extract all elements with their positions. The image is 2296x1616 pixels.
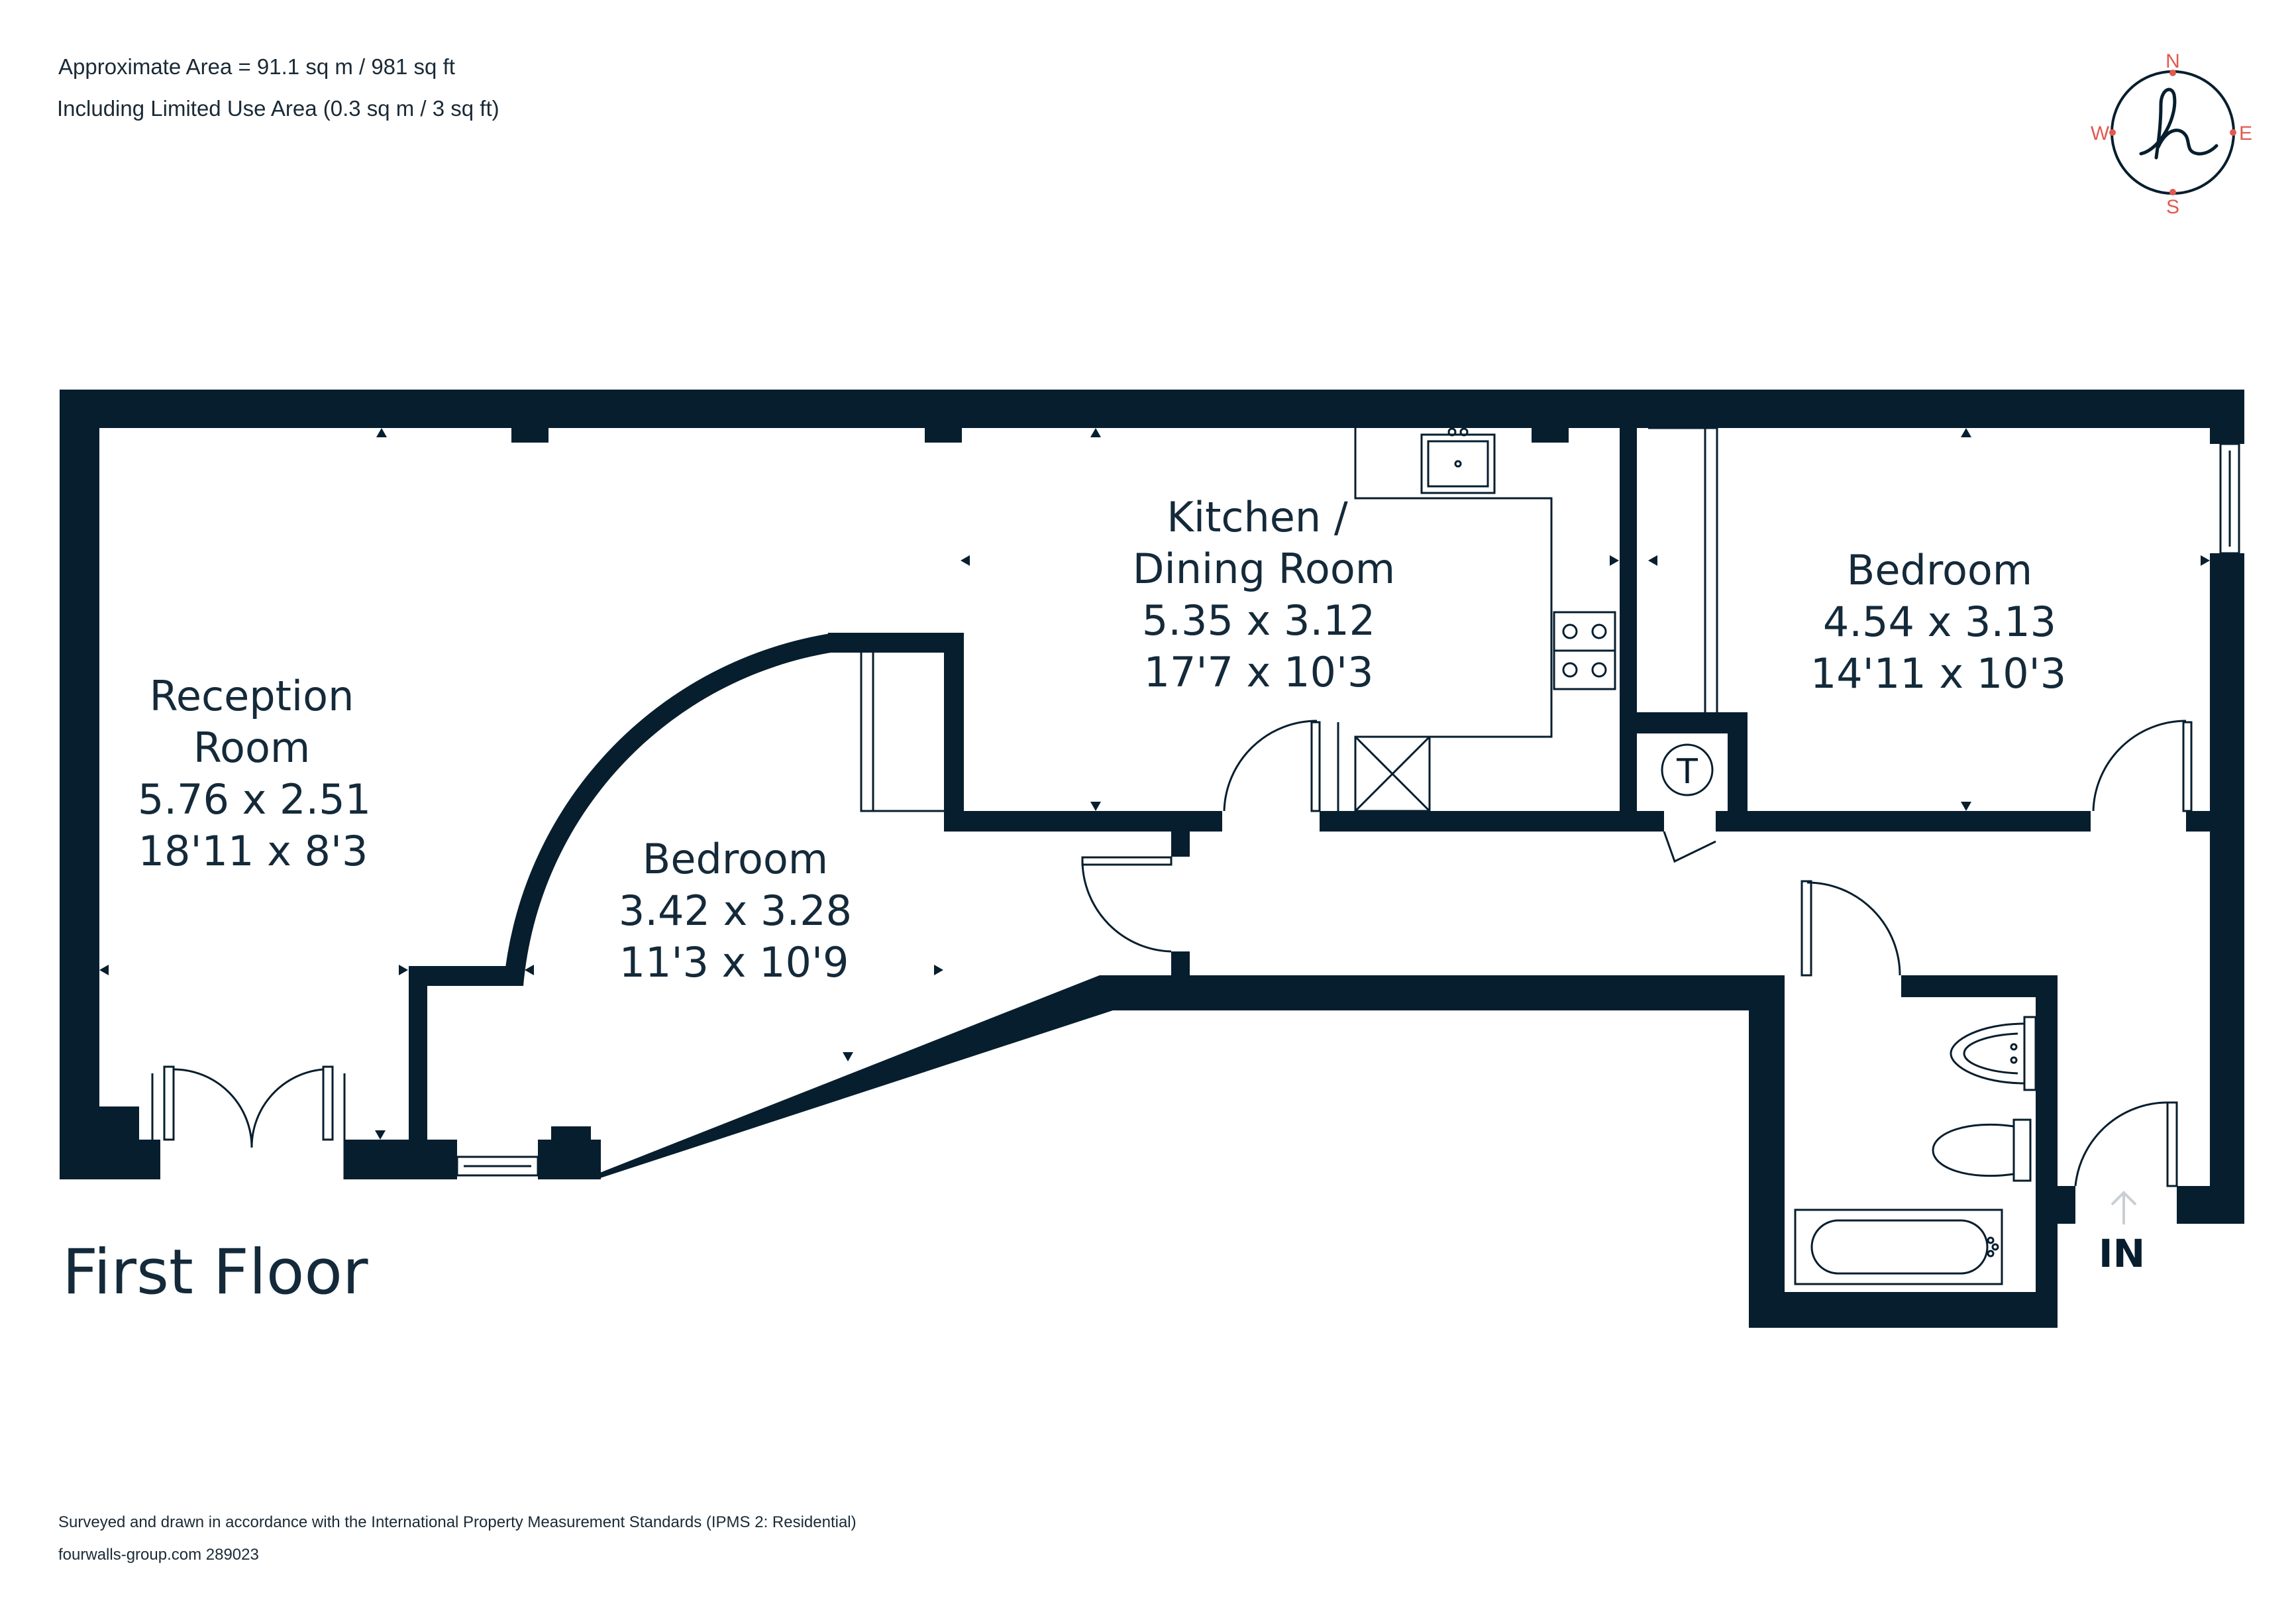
bedroom1-metric: 3.42 x 3.28 bbox=[619, 887, 852, 935]
bath-icon bbox=[1794, 1209, 2003, 1285]
bedroom1-door bbox=[1081, 856, 1173, 866]
area-line-1: Approximate Area = 91.1 sq m / 981 sq ft bbox=[58, 54, 455, 79]
logo-h-mark bbox=[2139, 87, 2218, 160]
compass-west: W bbox=[2091, 123, 2110, 144]
room-kitchen: Kitchen / Dining Room 5.35 x 3.12 17'7 x… bbox=[1133, 493, 1395, 696]
kitchen-metric: 5.35 x 3.12 bbox=[1142, 596, 1375, 645]
area-line-2: Including Limited Use Area (0.3 sq m / 3… bbox=[57, 96, 499, 121]
bedroom2-name: Bedroom bbox=[1847, 546, 2032, 594]
toilet-icon bbox=[1932, 1118, 2032, 1182]
kitchen-name-1: Kitchen / bbox=[1167, 493, 1348, 541]
kitchen-door bbox=[1223, 720, 1318, 812]
room-bedroom-1: Bedroom 3.42 x 3.28 11'3 x 10'9 bbox=[619, 835, 852, 987]
reception-imperial: 18'11 x 8'3 bbox=[138, 827, 368, 875]
cupboard-label: T bbox=[1676, 752, 1698, 792]
appliance-box-icon bbox=[1354, 735, 1431, 812]
bedroom2-metric: 4.54 x 3.13 bbox=[1823, 598, 2056, 646]
cupboard-door bbox=[1663, 831, 1716, 863]
room-reception: Reception Room 5.76 x 2.51 18'11 x 8'3 bbox=[138, 672, 371, 875]
bedroom1-imperial: 11'3 x 10'9 bbox=[619, 938, 849, 987]
reception-name-2: Room bbox=[193, 724, 311, 772]
hob-icon bbox=[1553, 611, 1616, 690]
walls bbox=[60, 390, 2244, 1328]
cupboard-circle bbox=[1661, 743, 1714, 796]
wardrobe-bedroom1 bbox=[860, 653, 944, 812]
reception-name-1: Reception bbox=[150, 672, 354, 720]
footer-reference: fourwalls-group.com 289023 bbox=[58, 1546, 259, 1564]
kitchen-name-2: Dining Room bbox=[1133, 545, 1395, 593]
room-bedroom-2: Bedroom 4.54 x 3.13 14'11 x 10'3 bbox=[1810, 546, 2066, 698]
kitchen-imperial: 17'7 x 10'3 bbox=[1144, 648, 1374, 696]
measurement-ticks bbox=[99, 428, 2210, 1140]
footer-standards: Surveyed and drawn in accordance with th… bbox=[58, 1513, 857, 1531]
bedroom2-imperial: 14'11 x 10'3 bbox=[1810, 649, 2066, 698]
compass: N S W E bbox=[2091, 50, 2252, 218]
compass-south: S bbox=[2166, 196, 2179, 218]
bedroom1-name: Bedroom bbox=[643, 835, 828, 883]
bathroom-door bbox=[1806, 881, 1901, 976]
reception-metric: 5.76 x 2.51 bbox=[138, 775, 371, 824]
compass-east: E bbox=[2239, 123, 2252, 144]
entrance-arrow-icon bbox=[2111, 1191, 2137, 1224]
bedroom2-door bbox=[2092, 720, 2187, 812]
fixtures: T bbox=[151, 427, 2240, 1285]
wardrobe-bedroom2 bbox=[1648, 427, 1718, 712]
entrance-label: IN bbox=[2099, 1231, 2145, 1276]
kitchen-sink-icon bbox=[1420, 433, 1496, 494]
reception-french-doors bbox=[151, 1065, 346, 1179]
entrance-door bbox=[2074, 1101, 2169, 1187]
floor-label: First Floor bbox=[62, 1236, 368, 1309]
compass-north: N bbox=[2166, 50, 2180, 72]
basin-icon bbox=[1950, 1016, 2037, 1091]
